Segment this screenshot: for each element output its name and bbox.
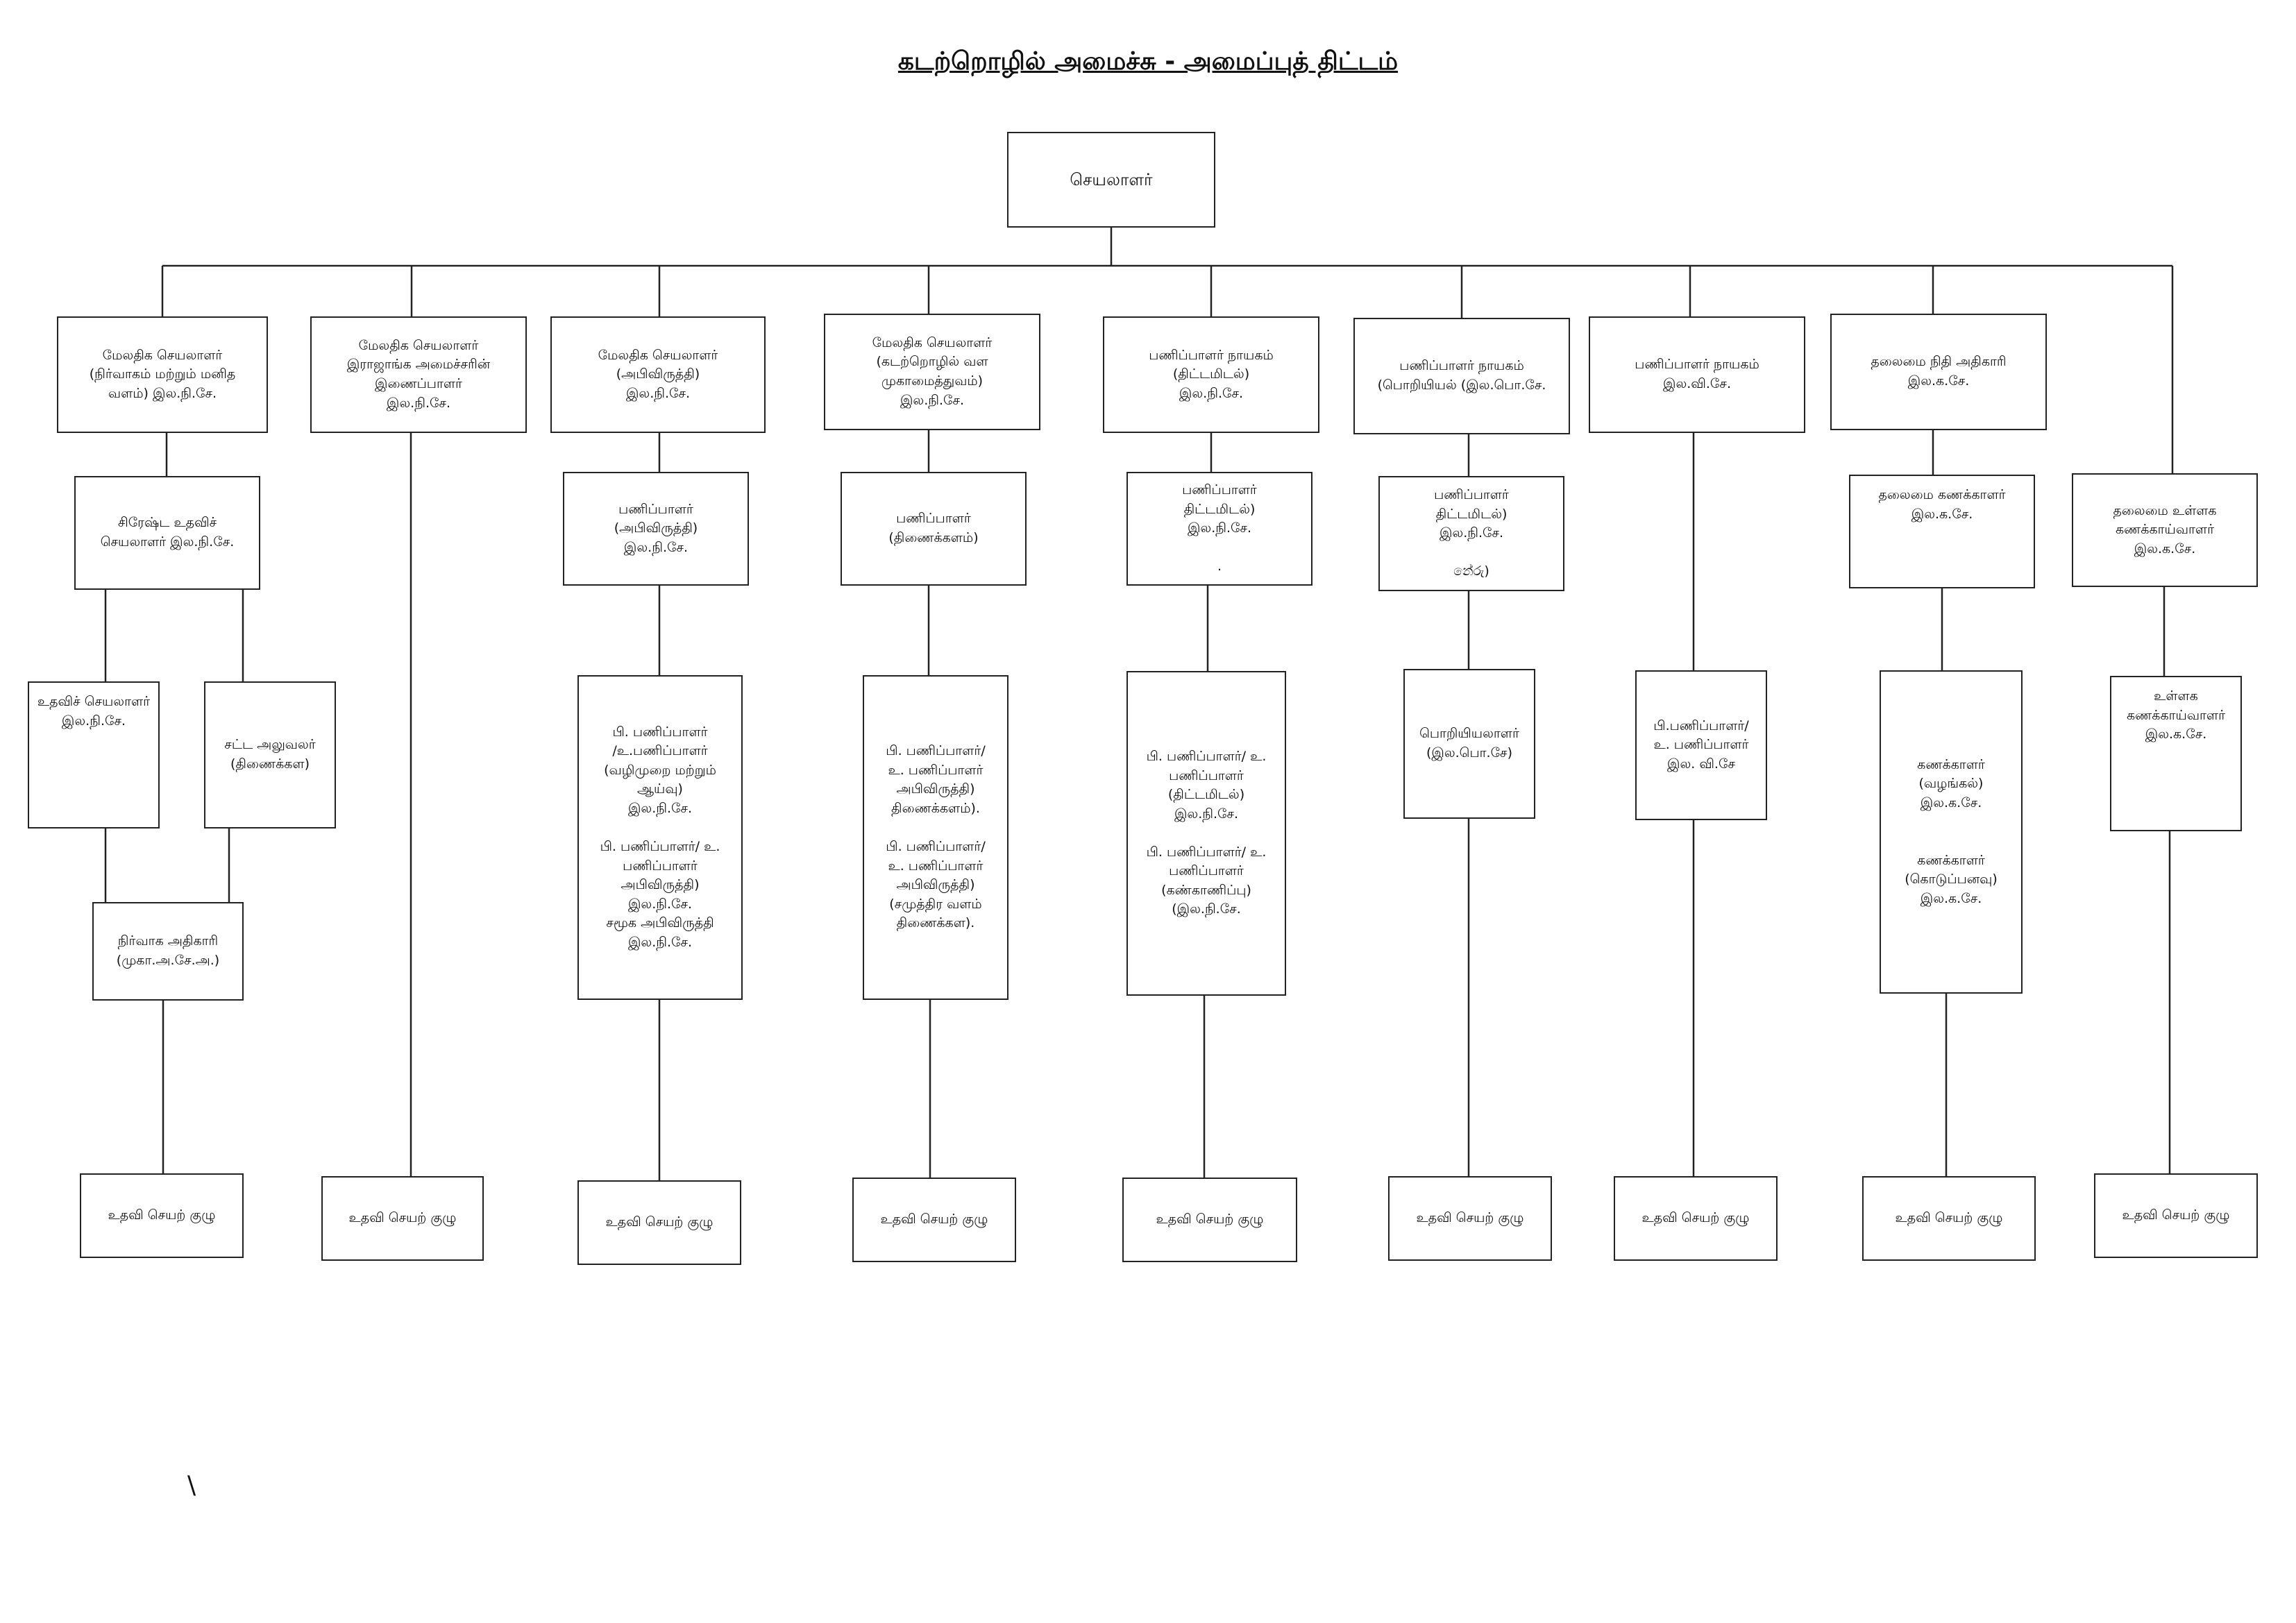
node-c6-engineer: பொறியியலாளர் (இல.பொ.சே) — [1403, 669, 1535, 819]
node-c4-support-committee: உதவி செயற் குழு — [852, 1178, 1016, 1262]
node-c5-support-committee: உதவி செயற் குழு — [1122, 1178, 1297, 1262]
node-c3-deputy-directors: பி. பணிப்பாளர் /உ.பணிப்பாளர் (வழிமுறை மற… — [577, 675, 743, 1000]
node-c1-senior-asst-secretary: சிரேஷ்ட உதவிச் செயலாளர் இல.நி.சே. — [74, 476, 260, 590]
node-c4-additional-secretary-resources: மேலதிக செயலாளர் (கடற்றொழில் வள முகாமைத்த… — [824, 314, 1040, 430]
node-c3-director-dev: பணிப்பாளர் (அபிவிருத்தி) இல.நி.சே. — [563, 472, 749, 586]
node-c8-support-committee: உதவி செயற் குழு — [1862, 1176, 2036, 1261]
node-c6-director-general-engineering: பணிப்பாளர் நாயகம் (பொறியியல் (இல.பொ.சே. — [1353, 318, 1570, 434]
node-c8-chief-accountant: தலைமை கணக்காளர் இல.க.சே. — [1849, 475, 2035, 588]
stray-mark: \ — [187, 1471, 196, 1499]
node-c8-accountants: கணக்காளர் (வழங்கல்) இல.க.சே. கணக்காளர் (… — [1880, 670, 2023, 994]
node-c8-chief-finance-officer: தலைமை நிதி அதிகாரி இல.க.சே. — [1830, 314, 2047, 430]
node-c9-support-committee: உதவி செயற் குழு — [2094, 1173, 2258, 1258]
node-c4-deputy-directors: பி. பணிப்பாளர்/ உ. பணிப்பாளர் அபிவிருத்த… — [863, 675, 1008, 1000]
node-c1-asst-secretary: உதவிச் செயலாளர் இல.நி.சே. — [28, 681, 160, 829]
node-c1-additional-secretary-admin: மேலதிக செயலாளர் (நிர்வாகம் மற்றும் மனித … — [57, 316, 268, 433]
node-c9-internal-auditor: உள்ளக கணக்காய்வாளர் இல.க.சே. — [2110, 676, 2242, 831]
node-c1-admin-officer: நிர்வாக அதிகாரி (முகா.அ.சே.அ.) — [92, 902, 244, 1001]
node-c7-deputy-director: பி.பணிப்பாளர்/ உ. பணிப்பாளர் இல. வி.சே — [1635, 670, 1767, 820]
node-c5-director-general-planning: பணிப்பாளர் நாயகம் (திட்டமிடல்) இல.நி.சே. — [1103, 316, 1319, 433]
page-title: கடற்றொழில் அமைச்சு - அமைப்புத் திட்டம் — [897, 47, 1399, 76]
node-c6-support-committee: உதவி செயற் குழு — [1388, 1176, 1552, 1261]
node-c9-chief-internal-auditor: தலைமை உள்ளக கணக்காய்வாளர் இல.க.சே. — [2072, 473, 2258, 587]
node-c4-director-dept: பணிப்பாளர் (திணைக்களம்) — [841, 472, 1027, 586]
node-c5-deputy-directors: பி. பணிப்பாளர்/ உ. பணிப்பாளர் (திட்டமிடல… — [1126, 671, 1286, 996]
node-c2-support-committee: உதவி செயற் குழு — [321, 1176, 484, 1261]
node-c1-support-committee: உதவி செயற் குழு — [80, 1173, 244, 1258]
node-secretary: செயலாளர் — [1007, 132, 1215, 228]
node-c2-additional-secretary-coordinator: மேலதிக செயலாளர் இராஜாங்க அமைச்சரின் இணைப… — [310, 316, 527, 433]
node-c3-support-committee: உதவி செயற் குழு — [577, 1180, 741, 1265]
node-c3-additional-secretary-dev: மேலதிக செயலாளர் (அபிவிருத்தி) இல.நி.சே. — [550, 316, 766, 433]
node-c5-director-planning: பணிப்பாளர் திட்டமிடல்) இல.நி.சே. . — [1126, 472, 1312, 586]
node-c7-director-general: பணிப்பாளர் நாயகம் இல.வி.சே. — [1589, 316, 1805, 433]
node-c1-legal-officer: சட்ட அலுவலர் (திணைக்கள) — [204, 681, 336, 829]
node-c7-support-committee: உதவி செயற் குழு — [1614, 1176, 1778, 1261]
node-c6-director: பணிப்பாளர் திட்டமிடல்) இல.நி.சே. නේරු) — [1378, 476, 1564, 591]
